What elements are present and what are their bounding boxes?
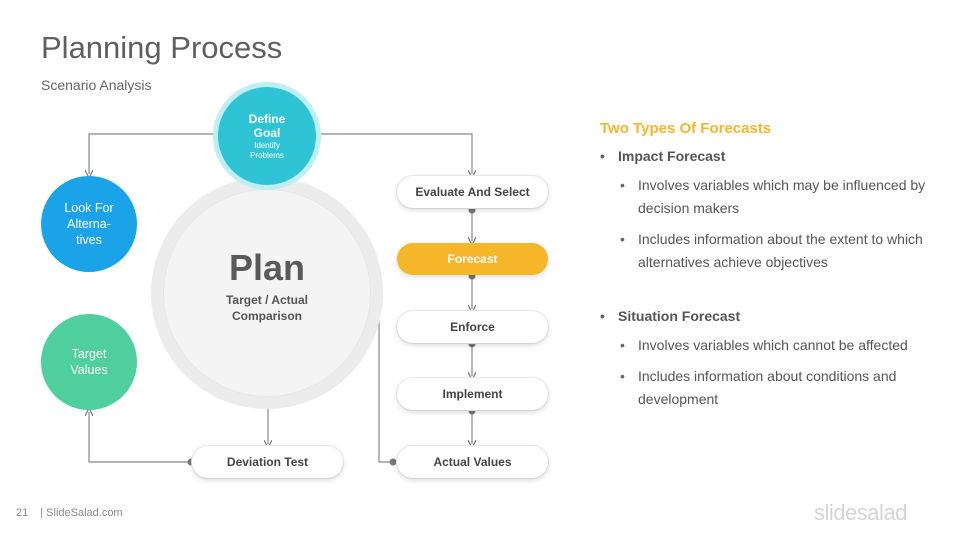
look-for-line2: Alterna- [67,217,111,231]
connector-deviation-to-target [89,412,191,463]
page-subtitle: Scenario Analysis [41,77,152,93]
evaluate-and-select-step: Evaluate And Select [397,176,548,208]
connector-goal-to-evaluate [317,133,472,174]
define-goal-line2: Goal [253,125,281,140]
plan-title: Plan [228,247,306,288]
plan-subtitle-line1: Target / Actual [225,293,308,307]
plan-subtitle-line2: Comparison [231,309,302,323]
brand-logo: slidesalad [814,500,907,525]
target-values-node: Target Values [41,314,137,410]
page-title: Planning Process [41,30,283,65]
look-for-alternatives-node: Look For Alterna- tives [41,176,137,272]
forecast-step: Forecast [397,243,548,275]
look-for-line1: Look For [64,201,114,215]
footer-site: | SlideSalad.com [40,507,123,519]
target-values-line1: Target [71,347,107,361]
implement-step: Implement [397,378,548,410]
situation-forecast-title: Situation Forecast [600,308,940,324]
actual-values-step: Actual Values [397,446,548,478]
define-goal-sub1: Identify [254,140,280,150]
page-number: 21 [16,507,29,519]
plan-circle: Plan Target / Actual Comparison [163,189,371,397]
forecast-types-panel: Two Types Of Forecasts Impact Forecast I… [600,120,940,419]
situation-forecast-item: Involves variables which cannot be affec… [600,334,940,357]
target-values-line2: Values [70,363,108,377]
deviation-test-step: Deviation Test [192,446,343,478]
look-for-line3: tives [76,233,102,247]
define-goal-sub2: Problems [250,150,284,160]
define-goal-node: Define Goal Identify Problems [218,87,316,185]
panel-heading: Two Types Of Forecasts [600,120,772,137]
impact-forecast-title: Impact Forecast [600,148,940,164]
impact-forecast-item: Involves variables which may be influenc… [600,174,940,220]
connector-goal-to-lookfor [89,133,221,174]
impact-forecast-item: Includes information about the extent to… [600,228,940,274]
footer: 21 | SlideSalad.com [16,507,123,519]
define-goal-line1: Define [248,111,286,126]
situation-forecast-item: Includes information about conditions an… [600,365,940,411]
enforce-step: Enforce [397,311,548,343]
